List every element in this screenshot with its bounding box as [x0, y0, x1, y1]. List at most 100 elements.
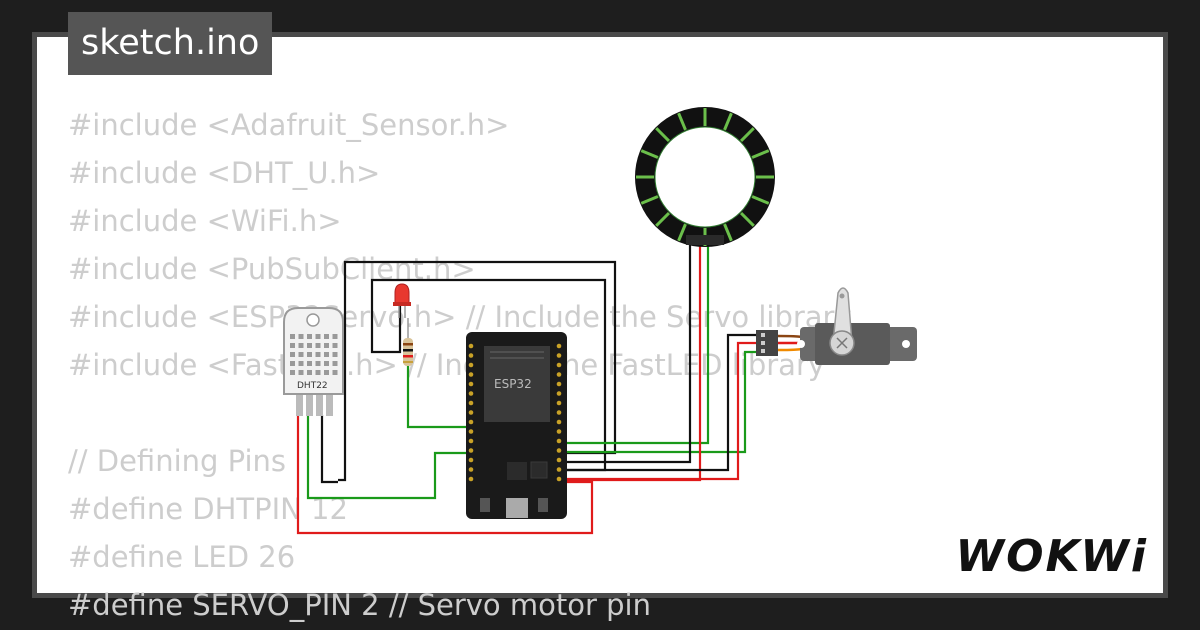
code-line: #include <DHT_U.h>	[68, 156, 381, 190]
wire-black-servo	[565, 333, 758, 472]
esp32-pin	[556, 448, 562, 453]
code-line: #include <PubSubClient.h>	[68, 252, 476, 286]
esp32-pin	[468, 362, 474, 368]
esp32-label: ESP32	[494, 377, 532, 391]
resistor-icon	[403, 318, 413, 366]
esp32-pin	[556, 438, 562, 444]
dht-vent	[315, 361, 321, 366]
canvas-area: #include <Adafruit_Sensor.h> #include <DH…	[37, 37, 1163, 622]
esp32-pin	[468, 343, 474, 349]
esp32-pin	[468, 457, 474, 463]
ring-pixel	[740, 212, 755, 227]
dht-vent	[290, 370, 295, 375]
ring-pixel	[677, 112, 687, 131]
esp32-pin	[556, 410, 562, 415]
wire-green-resistor	[406, 360, 470, 429]
esp32-pin	[556, 476, 562, 482]
code-line: #include <WiFi.h>	[68, 204, 342, 238]
esp32-pin	[468, 410, 474, 415]
ring-pixel	[677, 223, 687, 242]
wire-black-dht	[320, 415, 338, 484]
esp32-pin	[556, 372, 562, 377]
dht-vent	[307, 352, 312, 357]
wire-green-dht	[306, 415, 470, 500]
file-tab[interactable]: sketch.ino	[68, 12, 273, 75]
dht-vent	[315, 352, 321, 357]
ring-pixel	[655, 212, 670, 227]
esp32-pin	[556, 353, 562, 358]
dht-vent	[324, 334, 329, 339]
esp32-pin	[468, 391, 474, 396]
dht-vent	[298, 343, 304, 348]
dht-vent	[307, 343, 312, 348]
esp32-pin	[468, 400, 474, 406]
wire-red-dht	[296, 415, 594, 535]
dht-vent	[298, 352, 304, 357]
esp32-pin	[468, 467, 474, 472]
ring-pixel	[655, 127, 670, 142]
esp32-pin	[556, 381, 562, 387]
ring-pixel	[723, 223, 733, 242]
wire-green-ring	[565, 245, 710, 445]
code-line: #include <Adafruit_Sensor.h>	[68, 108, 510, 142]
dht-vent	[315, 334, 321, 339]
esp32-pin	[556, 467, 562, 472]
dht-vent	[324, 352, 329, 357]
esp32-pin	[556, 429, 562, 434]
dht22-label: DHT22	[297, 381, 328, 391]
dht-vent	[324, 361, 329, 366]
dht-vent	[324, 343, 329, 348]
dht-vent	[315, 343, 321, 348]
wokwi-logo-text: WOKWi	[955, 531, 1148, 582]
dht-vent	[290, 334, 295, 339]
wire-black-ring	[565, 245, 692, 464]
esp32-pin	[468, 381, 474, 387]
esp32-pin	[468, 429, 474, 434]
servo-motor-icon	[756, 287, 917, 365]
dht-vent	[298, 334, 304, 339]
esp32-pin	[556, 362, 562, 368]
ring-pixel	[723, 112, 733, 131]
code-line: // Defining Pins	[68, 444, 287, 478]
esp32-pin	[468, 419, 474, 425]
dht22-sensor-icon: DHT22	[283, 307, 344, 416]
esp32-pin	[556, 419, 562, 425]
wokwi-logo: WOKWi	[956, 531, 1148, 582]
dht-vent	[290, 361, 295, 366]
dht-vent	[298, 361, 304, 366]
dht-vent	[332, 343, 338, 348]
dht-vent	[307, 334, 312, 339]
dht-vent	[324, 370, 329, 375]
ring-pixel	[751, 195, 770, 205]
dht-vent	[332, 361, 338, 366]
wire-green-servo	[565, 350, 758, 454]
esp32-pin	[556, 391, 562, 396]
neopixel-ring-icon	[635, 107, 775, 247]
wires	[296, 245, 758, 535]
esp32-board-icon: ESP32	[466, 332, 567, 519]
esp32-pin	[468, 438, 474, 444]
dht-vent	[298, 370, 304, 375]
ring-pixel	[640, 149, 659, 159]
code-line: #define LED 26	[68, 540, 296, 574]
file-tab-label: sketch.ino	[81, 23, 260, 63]
dht-vent	[307, 370, 312, 375]
dht-vent	[290, 352, 295, 357]
dht-vent	[332, 334, 338, 339]
dht-vent	[332, 370, 338, 375]
esp32-pin	[468, 448, 474, 453]
esp32-pin	[468, 372, 474, 377]
dht-vent	[315, 370, 321, 375]
ring-pixel	[740, 127, 755, 142]
esp32-pin	[468, 353, 474, 358]
code-line: #define SERVO_PIN 2 // Servo motor pin	[68, 588, 651, 622]
ring-pixel	[751, 149, 770, 159]
dht-vent	[307, 361, 312, 366]
esp32-pin	[556, 343, 562, 349]
dht-vent	[332, 352, 338, 357]
ring-pixel	[640, 195, 659, 205]
dht-vent	[290, 343, 295, 348]
esp32-pin	[556, 400, 562, 406]
red-led-icon	[393, 283, 411, 318]
